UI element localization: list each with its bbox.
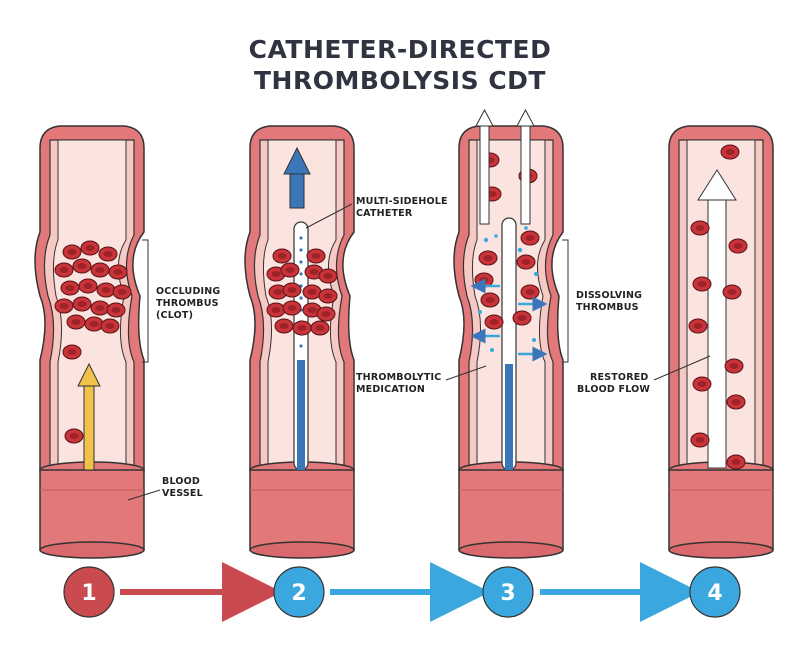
label-blood-vessel: BLOOD VESSEL <box>127 476 203 501</box>
svg-text:RESTORED: RESTORED <box>590 372 649 383</box>
svg-text:BLOOD FLOW: BLOOD FLOW <box>577 384 650 395</box>
svg-text:THROMBUS: THROMBUS <box>156 298 219 309</box>
diagram-title-line-2: THROMBOLYSIS CDT <box>254 66 546 95</box>
svg-text:MULTI-SIDEHOLE: MULTI-SIDEHOLE <box>356 196 448 207</box>
catheter-stage-2 <box>293 221 309 471</box>
arrow-up-icon <box>77 362 101 471</box>
catheter-stage-3 <box>501 217 517 471</box>
vessel-stage-3 <box>453 108 564 559</box>
label-dissolving-thrombus: DISSOLVING THROMBUS <box>562 239 642 363</box>
label-restored-blood-flow: RESTORED BLOOD FLOW <box>577 355 711 395</box>
step-badge-3: 3 <box>482 566 534 618</box>
svg-text:VESSEL: VESSEL <box>162 488 203 499</box>
label-multi-sidehole-catheter: MULTI-SIDEHOLE CATHETER <box>305 196 448 229</box>
dissolving-clot <box>470 152 548 362</box>
svg-text:MEDICATION: MEDICATION <box>356 384 425 395</box>
svg-text:CATHETER: CATHETER <box>356 208 413 219</box>
svg-text:OCCLUDING: OCCLUDING <box>156 286 220 297</box>
svg-text:1: 1 <box>81 581 96 606</box>
arrow-up-icon <box>697 169 737 469</box>
label-thrombolytic-medication: THROMBOLYTIC MEDICATION <box>356 365 487 395</box>
vessel-stage-2 <box>244 125 355 559</box>
step-badge-1: 1 <box>63 566 115 618</box>
vessel-stage-1 <box>34 125 145 559</box>
step-badge-4: 4 <box>689 566 741 618</box>
svg-text:3: 3 <box>500 581 515 606</box>
svg-text:2: 2 <box>291 581 306 606</box>
svg-text:THROMBUS: THROMBUS <box>576 302 639 313</box>
svg-text:4: 4 <box>707 581 722 606</box>
label-occluding-thrombus: OCCLUDING THROMBUS (CLOT) <box>142 239 220 363</box>
svg-text:THROMBOLYTIC: THROMBOLYTIC <box>356 372 441 383</box>
step-badge-2: 2 <box>273 566 325 618</box>
arrow-up-icon <box>516 108 535 225</box>
svg-text:(CLOT): (CLOT) <box>156 310 193 321</box>
svg-text:BLOOD: BLOOD <box>162 476 200 487</box>
arrow-up-icon <box>283 146 311 209</box>
diagram-title-line-1: CATHETER-DIRECTED <box>248 35 552 64</box>
svg-text:DISSOLVING: DISSOLVING <box>576 290 642 301</box>
vessel-stage-4 <box>668 125 774 559</box>
arrow-up-icon <box>475 108 494 225</box>
